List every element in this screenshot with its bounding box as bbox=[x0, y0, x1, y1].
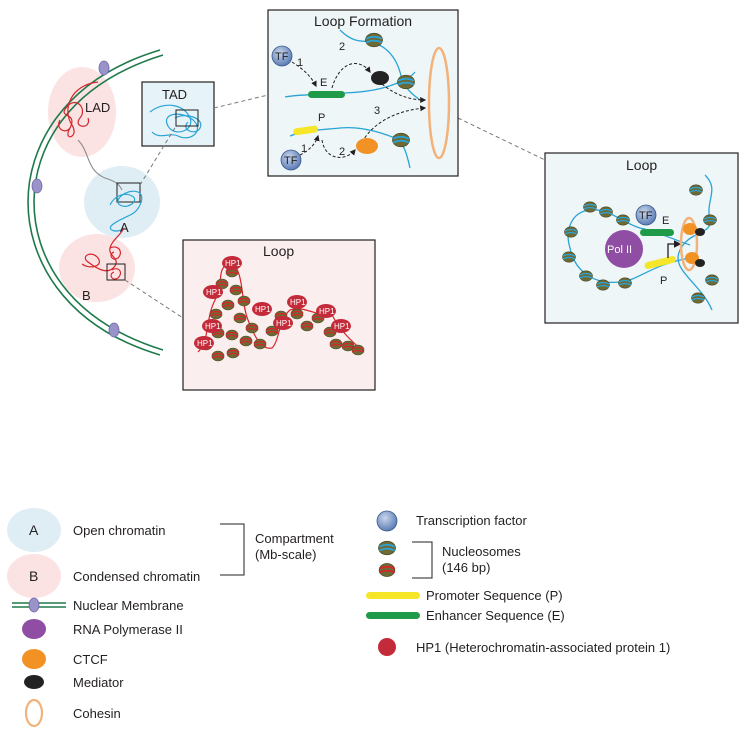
membrane-pore bbox=[98, 60, 110, 76]
ctcf-legend-label: CTCF bbox=[73, 652, 108, 667]
transcription-start-arrow bbox=[667, 240, 682, 258]
step-1-label: 1 bbox=[301, 143, 307, 155]
hp1-label: HP1 bbox=[276, 319, 292, 328]
nucleosome-size-label: (146 bp) bbox=[442, 560, 490, 575]
membrane-label: Nuclear Membrane bbox=[73, 598, 184, 613]
tad-label: TAD bbox=[162, 87, 187, 102]
promoter-sequence bbox=[293, 125, 318, 136]
legend: A Open chromatin B Condensed chromatin C… bbox=[7, 508, 670, 728]
cohesin bbox=[427, 46, 451, 160]
enhancer-sequence bbox=[640, 229, 674, 236]
compartment-label: Compartment bbox=[255, 531, 334, 546]
cohesin-legend-label: Cohesin bbox=[73, 706, 121, 721]
ctcf bbox=[356, 138, 378, 154]
tf-legend-label: Transcription factor bbox=[416, 513, 527, 528]
hp1-label: HP1 bbox=[225, 259, 241, 268]
nucleosome-legend-icon bbox=[377, 540, 397, 578]
promoter-label: P bbox=[318, 112, 325, 124]
ctcf bbox=[685, 252, 699, 264]
hp1-label: HP1 bbox=[206, 288, 222, 297]
hp1-legend-icon bbox=[378, 638, 396, 656]
ctcf bbox=[683, 223, 697, 235]
promoter-legend-icon bbox=[366, 592, 420, 599]
condensed-chromatin-letter: B bbox=[29, 568, 38, 584]
open-chromatin-letter: A bbox=[29, 522, 39, 538]
step-2-label: 2 bbox=[339, 146, 345, 158]
loop-formation-title: Loop Formation bbox=[314, 13, 412, 29]
condensed-chromatin-swatch bbox=[7, 554, 61, 598]
tad-inset: TAD bbox=[141, 81, 215, 147]
loop-region-box bbox=[106, 263, 126, 281]
step-2-label: 2 bbox=[339, 41, 345, 53]
transcription-factor bbox=[635, 204, 657, 226]
tf-label: TF bbox=[275, 51, 289, 63]
membrane-pore bbox=[31, 178, 43, 194]
membrane-pore bbox=[108, 322, 120, 338]
nucleosome-bracket bbox=[412, 541, 433, 579]
pol-ii-icon bbox=[22, 619, 46, 639]
enhancer-legend-label: Enhancer Sequence (E) bbox=[426, 608, 565, 623]
cohesin-icon bbox=[24, 698, 44, 728]
condensed-chromatin-label: Condensed chromatin bbox=[73, 569, 200, 584]
condensed-loop-title: Loop bbox=[263, 243, 294, 259]
hp1-label: HP1 bbox=[197, 339, 213, 348]
enhancer-legend-icon bbox=[366, 612, 420, 619]
tf-label: TF bbox=[284, 155, 298, 167]
hp1-protein: HP1 HP1 HP1 HP1 HP1 HP1 HP1 HP1 HP1 bbox=[194, 256, 351, 350]
enhancer-label: E bbox=[662, 215, 669, 227]
membrane-icon bbox=[28, 597, 40, 613]
tf-label: TF bbox=[639, 210, 653, 222]
loop-formation-panel: Loop Formation E P TF TF 1 1 2 2 3 bbox=[267, 9, 459, 177]
hp1-label: HP1 bbox=[205, 322, 221, 331]
mediator bbox=[371, 71, 389, 85]
hp1-legend-label: HP1 (Heterochromatin-associated protein … bbox=[416, 640, 670, 655]
pol-ii-legend-label: RNA Polymerase II bbox=[73, 622, 183, 637]
compartment-a-label: A bbox=[120, 220, 129, 235]
lad-chromatin bbox=[63, 81, 99, 138]
mediator-legend-label: Mediator bbox=[73, 675, 124, 690]
transcription-factor bbox=[271, 45, 293, 67]
enhancer-sequence bbox=[308, 91, 345, 98]
open-chromatin-swatch bbox=[7, 508, 61, 552]
condensed-loop-panel: Loop bbox=[182, 239, 376, 391]
cohesin bbox=[679, 216, 699, 272]
hp1-label: HP1 bbox=[334, 322, 350, 331]
promoter-sequence bbox=[644, 255, 676, 270]
compartment-b-label: B bbox=[82, 288, 91, 303]
mediator-icon bbox=[24, 675, 44, 689]
mediator bbox=[695, 228, 705, 236]
tf-legend-icon bbox=[376, 510, 398, 532]
nuclear-membrane bbox=[27, 49, 161, 356]
mediator bbox=[695, 259, 705, 267]
hp1-label: HP1 bbox=[319, 307, 335, 316]
open-chromatin-label: Open chromatin bbox=[73, 523, 166, 538]
ctcf-icon bbox=[22, 649, 46, 669]
hp1-label: HP1 bbox=[290, 298, 306, 307]
promoter-legend-label: Promoter Sequence (P) bbox=[426, 588, 563, 603]
compartment-bracket bbox=[220, 523, 245, 576]
transcription-factor bbox=[280, 149, 302, 171]
active-loop-title: Loop bbox=[626, 157, 657, 173]
enhancer-label: E bbox=[320, 77, 327, 89]
step-3-label: 3 bbox=[374, 105, 380, 117]
step-1-label: 1 bbox=[297, 57, 303, 69]
nucleosome-legend-label: Nucleosomes bbox=[442, 544, 521, 559]
compartment-scale-label: (Mb-scale) bbox=[255, 547, 316, 562]
pol-ii bbox=[605, 230, 643, 268]
active-loop-panel: Loop Pol II TF E P bbox=[544, 152, 739, 324]
promoter-label: P bbox=[660, 275, 667, 287]
pol-ii-label: Pol II bbox=[607, 244, 632, 256]
hp1-label: HP1 bbox=[255, 305, 271, 314]
lad-label: LAD bbox=[85, 100, 110, 115]
